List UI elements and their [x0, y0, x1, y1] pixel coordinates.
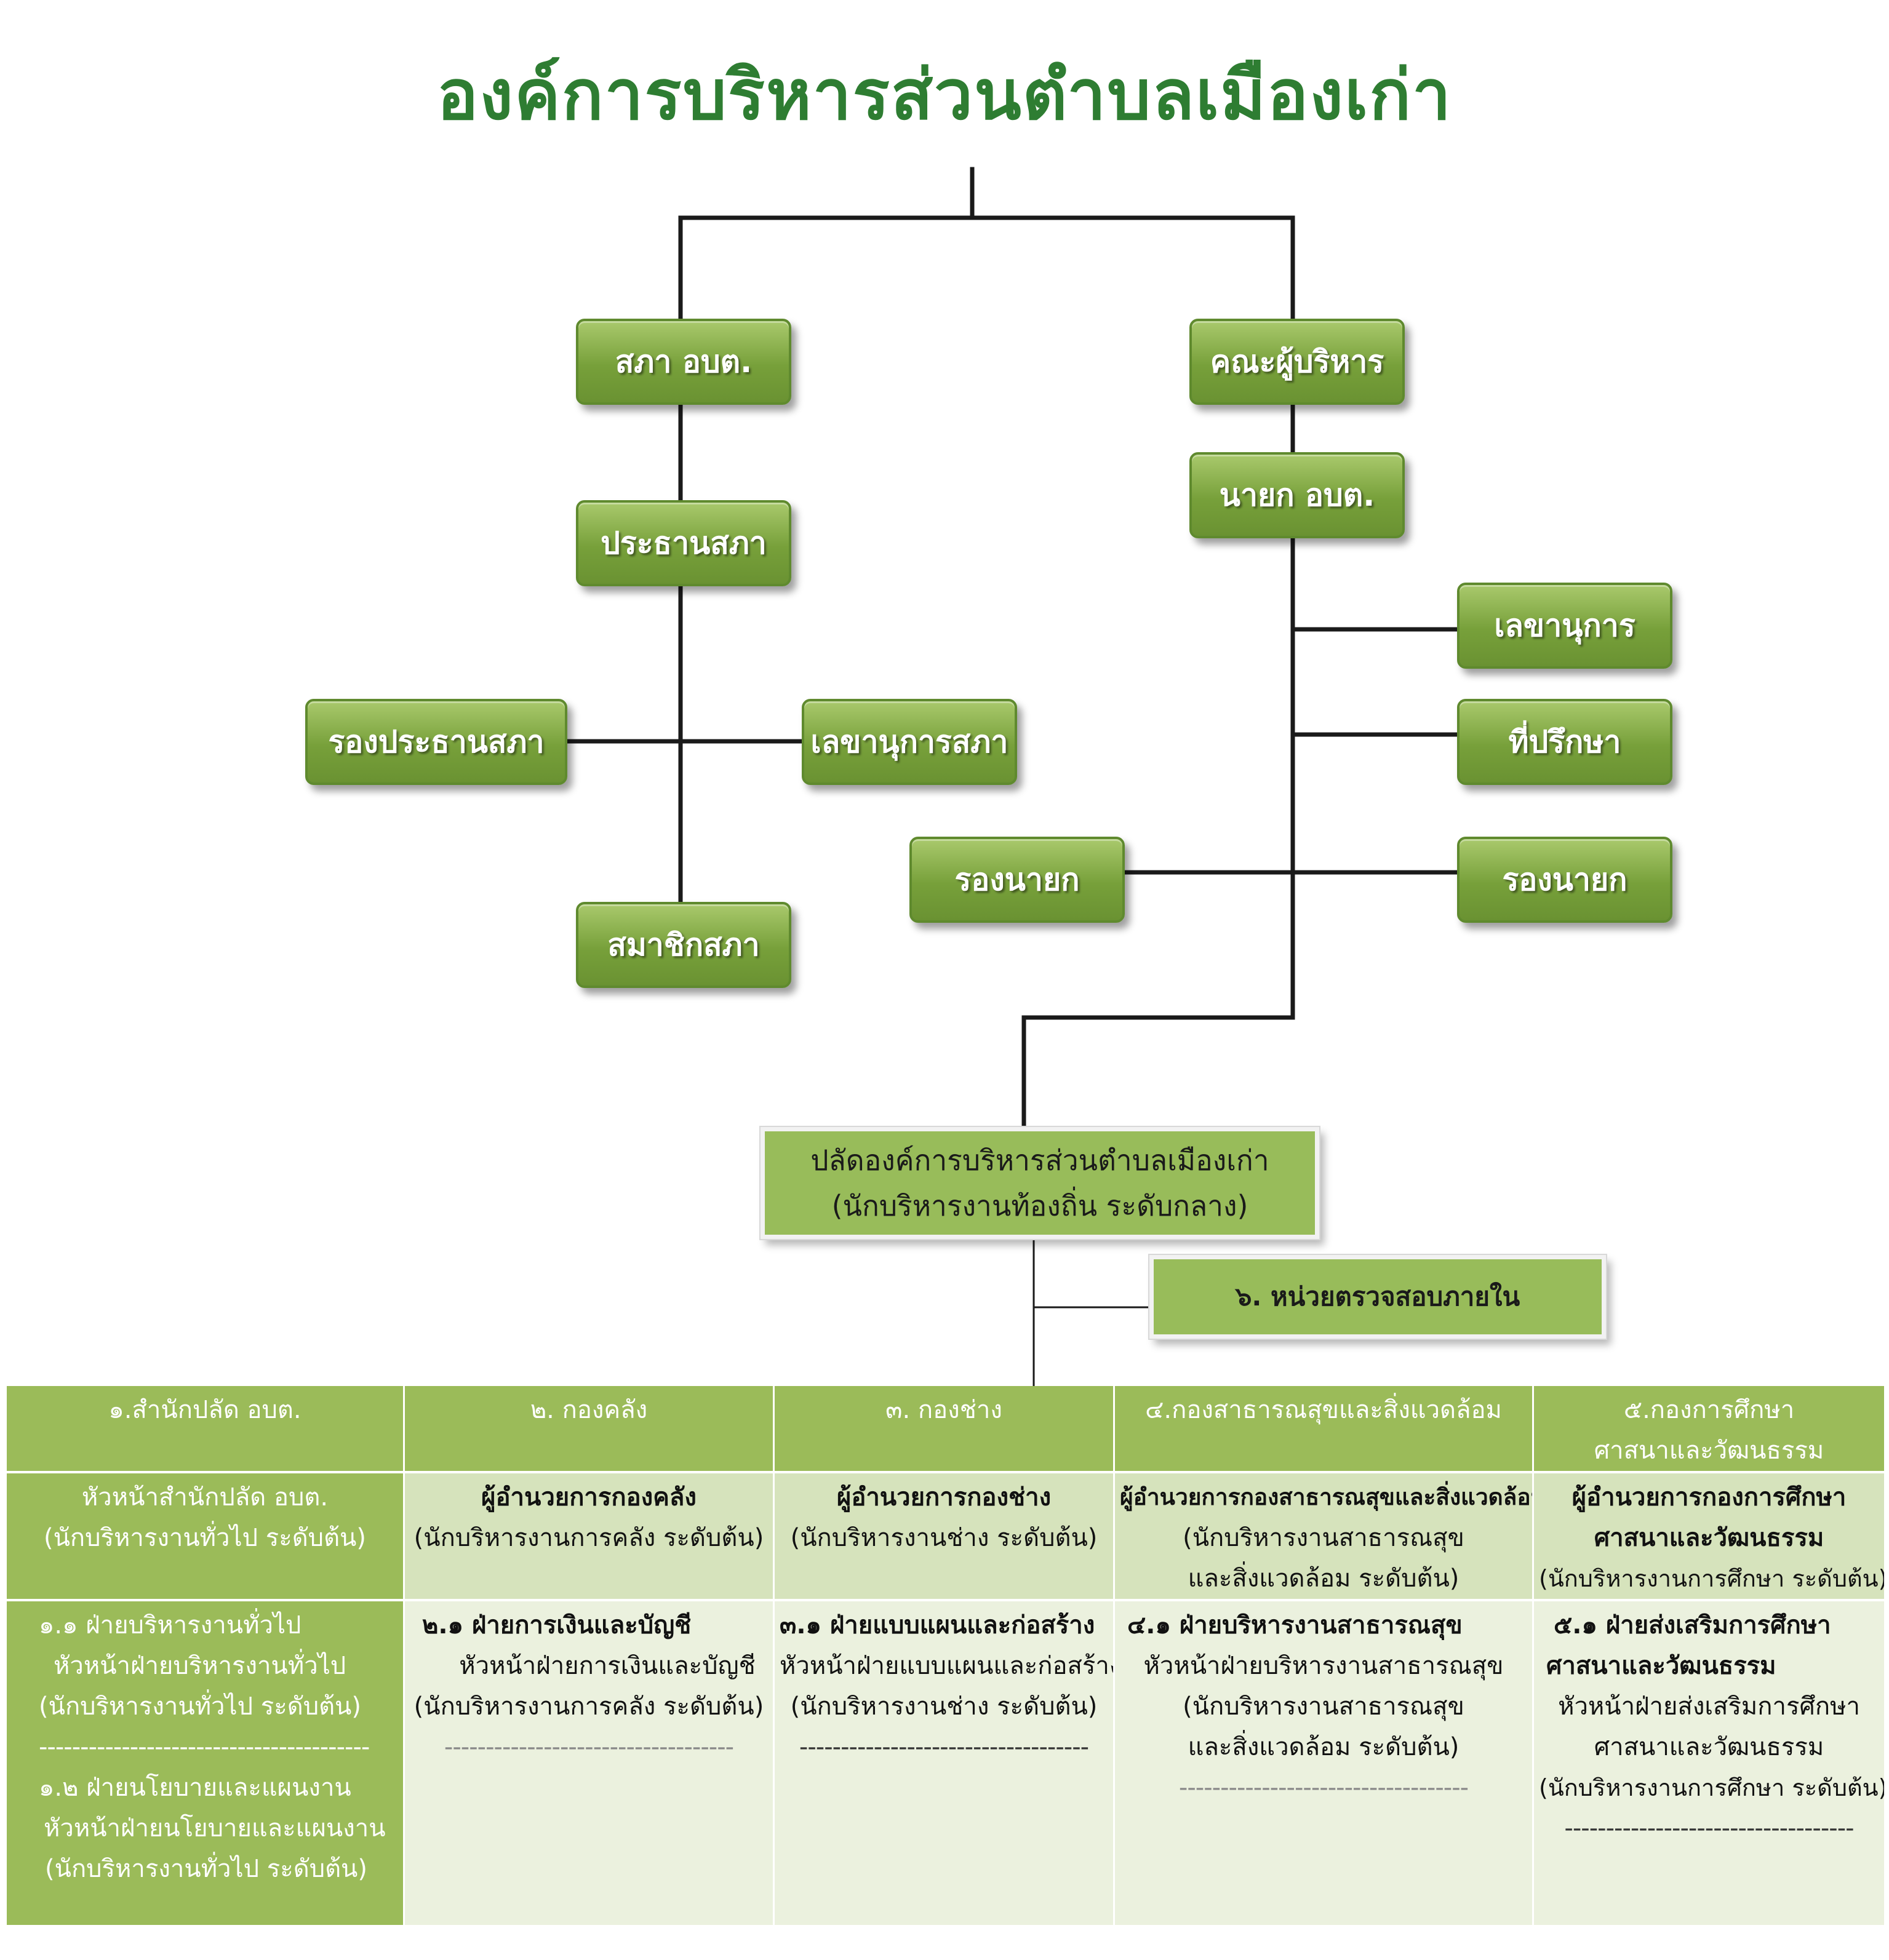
unit-2-sections: ๒.๑ ฝ่ายการเงินและบัญชี หัวหน้าฝ่ายการเง… — [403, 1599, 775, 1925]
unit-3-director: ผู้อำนวยการกองช่าง (นักบริหารงานช่าง ระด… — [773, 1471, 1115, 1600]
unit-5-director-rank: (นักบริหารงานการศึกษา ระดับต้น) — [1539, 1565, 1885, 1592]
deputy-mayor-left-box: รองนายก — [909, 837, 1125, 923]
unit-2-header: ๒. กองคลัง — [403, 1386, 775, 1472]
unit-3-section-line: หัวหน้าฝ่ายแบบแผนและก่อสร้าง — [780, 1652, 1114, 1680]
unit-5-sections: ๕.๑ ฝ่ายส่งเสริมการศึกษา ศาสนาและวัฒนธรร… — [1532, 1599, 1886, 1925]
unit-4-director-rank: และสิ่งแวดล้อม ระดับต้น) — [1188, 1564, 1460, 1593]
unit-4-director-rank: (นักบริหารงานสาธารณสุข — [1183, 1524, 1464, 1552]
internal-audit-box: ๖. หน่วยตรวจสอบภายใน — [1148, 1254, 1607, 1340]
unit-1-header-line: ๑.สำนักปลัด อบต. — [108, 1396, 302, 1424]
unit-5-section-title: ศาสนาและวัฒนธรรม — [1546, 1652, 1776, 1680]
unit-5-director: ผู้อำนวยการกองการศึกษา ศาสนาและวัฒนธรรม … — [1532, 1471, 1886, 1600]
chief-administrator-title: ปลัดองค์การบริหารส่วนตำบลเมืองเก่า — [810, 1144, 1269, 1177]
unit-4-director-title: ผู้อำนวยการกองสาธารณสุขและสิ่งแวดล้อม — [1120, 1484, 1533, 1510]
unit-5-section-line: หัวหน้าฝ่ายส่งเสริมการศึกษา — [1558, 1692, 1860, 1721]
unit-5-director-title: ศาสนาและวัฒนธรรม — [1594, 1524, 1824, 1552]
executive-board-box: คณะผู้บริหาร — [1189, 319, 1405, 405]
executive-secretary-box: เลขานุการ — [1457, 583, 1672, 669]
vice-chairman-box: รองประธานสภา — [305, 699, 567, 785]
unit-3-header: ๓. กองช่าง — [773, 1386, 1115, 1472]
unit-1-section-line: หัวหน้าฝ่ายนโยบายและแผนงาน — [44, 1814, 386, 1842]
unit-5-director-title: ผู้อำนวยการกองการศึกษา — [1572, 1483, 1847, 1512]
unit-5-section-line: (นักบริหารงานการศึกษา ระดับต้น) — [1539, 1774, 1885, 1801]
unit-5-header-line: ศาสนาและวัฒนธรรม — [1594, 1436, 1824, 1465]
units-table: ๑.สำนักปลัด อบต. ๒. กองคลัง ๓. กองช่าง ๔… — [5, 1386, 1886, 1925]
unit-4-section-line: และสิ่งแวดล้อม ระดับต้น) — [1188, 1733, 1460, 1761]
council-chairman-box: ประธานสภา — [576, 500, 791, 586]
unit-5-separator: ----------------------------------- — [1564, 1814, 1854, 1842]
unit-1-separator: ---------------------------------------- — [39, 1733, 370, 1761]
unit-2-director-rank: (นักบริหารงานการคลัง ระดับต้น) — [413, 1524, 764, 1552]
unit-2-separator: ----------------------------------- — [444, 1733, 734, 1761]
advisor-box: ที่ปรึกษา — [1457, 699, 1672, 785]
unit-4-header: ๔.กองสาธารณสุขและสิ่งแวดล้อม — [1113, 1386, 1534, 1472]
units-director-row: หัวหน้าสำนักปลัด อบต. (นักบริหารงานทั่วไ… — [5, 1471, 1886, 1600]
council-members-box: สมาชิกสภา — [576, 902, 791, 988]
chief-administrator-rank: (นักบริหารงานท้องถิ่น ระดับกลาง) — [831, 1189, 1248, 1222]
unit-2-section-title: ๒.๑ ฝ่ายการเงินและบัญชี — [422, 1611, 692, 1639]
unit-5-section-title: ๕.๑ ฝ่ายส่งเสริมการศึกษา — [1554, 1611, 1831, 1639]
unit-2-section-line: (นักบริหารงานการคลัง ระดับต้น) — [413, 1692, 764, 1721]
unit-4-section-line: (นักบริหารงานสาธารณสุข — [1183, 1692, 1464, 1721]
unit-5-section-line: ศาสนาและวัฒนธรรม — [1594, 1733, 1824, 1761]
units-section-row: ๑.๑ ฝ่ายบริหารงานทั่วไป หัวหน้าฝ่ายบริหา… — [5, 1599, 1886, 1925]
unit-1-director-title: หัวหน้าสำนักปลัด อบต. — [81, 1483, 329, 1512]
unit-3-section-title: ๓.๑ ฝ่ายแบบแผนและก่อสร้าง — [780, 1611, 1095, 1639]
unit-4-section-title: ๔.๑ ฝ่ายบริหารงานสาธารณสุข — [1127, 1611, 1463, 1639]
unit-1-header: ๑.สำนักปลัด อบต. — [5, 1386, 405, 1472]
unit-3-separator: ----------------------------------- — [799, 1733, 1089, 1761]
unit-2-section-line: หัวหน้าฝ่ายการเงินและบัญชี — [459, 1652, 756, 1680]
unit-4-section-line: หัวหน้าฝ่ายบริหารงานสาธารณสุข — [1143, 1652, 1504, 1680]
council-box: สภา อบต. — [576, 319, 791, 405]
unit-1-section-title: ๑.๒ ฝ่ายนโยบายและแผนงาน — [39, 1774, 351, 1802]
unit-2-director-title: ผู้อำนวยการกองคลัง — [481, 1483, 697, 1512]
unit-1-director: หัวหน้าสำนักปลัด อบต. (นักบริหารงานทั่วไ… — [5, 1471, 405, 1600]
unit-1-section-line: หัวหน้าฝ่ายบริหารงานทั่วไป — [54, 1652, 346, 1680]
unit-3-section-line: (นักบริหารงานช่าง ระดับต้น) — [790, 1692, 1098, 1721]
unit-1-director-rank: (นักบริหารงานทั่วไป ระดับต้น) — [43, 1524, 366, 1552]
unit-5-header: ๕.กองการศึกษา ศาสนาและวัฒนธรรม — [1532, 1386, 1886, 1472]
unit-2-header-line: ๒. กองคลัง — [530, 1396, 648, 1424]
unit-3-director-title: ผู้อำนวยการกองช่าง — [836, 1483, 1052, 1512]
council-secretary-box: เลขานุการสภา — [802, 699, 1017, 785]
unit-4-sections: ๔.๑ ฝ่ายบริหารงานสาธารณสุข หัวหน้าฝ่ายบร… — [1113, 1599, 1534, 1925]
unit-3-sections: ๓.๑ ฝ่ายแบบแผนและก่อสร้าง หัวหน้าฝ่ายแบบ… — [773, 1599, 1115, 1925]
chief-administrator-box: ปลัดองค์การบริหารส่วนตำบลเมืองเก่า (นักบ… — [759, 1126, 1320, 1240]
page-title: องค์การบริหารส่วนตำบลเมืองเก่า — [436, 55, 1453, 135]
unit-4-director: ผู้อำนวยการกองสาธารณสุขและสิ่งแวดล้อม (น… — [1113, 1471, 1534, 1600]
unit-1-section-title: ๑.๑ ฝ่ายบริหารงานทั่วไป — [39, 1611, 302, 1639]
deputy-mayor-right-box: รองนายก — [1457, 837, 1672, 923]
unit-4-separator: ----------------------------------- — [1178, 1774, 1469, 1802]
unit-5-header-line: ๕.กองการศึกษา — [1623, 1396, 1795, 1424]
unit-2-director: ผู้อำนวยการกองคลัง (นักบริหารงานการคลัง … — [403, 1471, 775, 1600]
unit-3-director-rank: (นักบริหารงานช่าง ระดับต้น) — [790, 1524, 1098, 1552]
unit-3-header-line: ๓. กองช่าง — [885, 1396, 1002, 1424]
unit-1-sections: ๑.๑ ฝ่ายบริหารงานทั่วไป หัวหน้าฝ่ายบริหา… — [5, 1599, 405, 1925]
unit-1-section-line: (นักบริหารงานทั่วไป ระดับต้น) — [39, 1692, 362, 1721]
units-header-row: ๑.สำนักปลัด อบต. ๒. กองคลัง ๓. กองช่าง ๔… — [5, 1386, 1886, 1472]
unit-1-section-line: (นักบริหารงานทั่วไป ระดับต้น) — [45, 1855, 368, 1883]
mayor-box: นายก อบต. — [1189, 452, 1405, 538]
unit-4-header-line: ๔.กองสาธารณสุขและสิ่งแวดล้อม — [1145, 1396, 1502, 1424]
